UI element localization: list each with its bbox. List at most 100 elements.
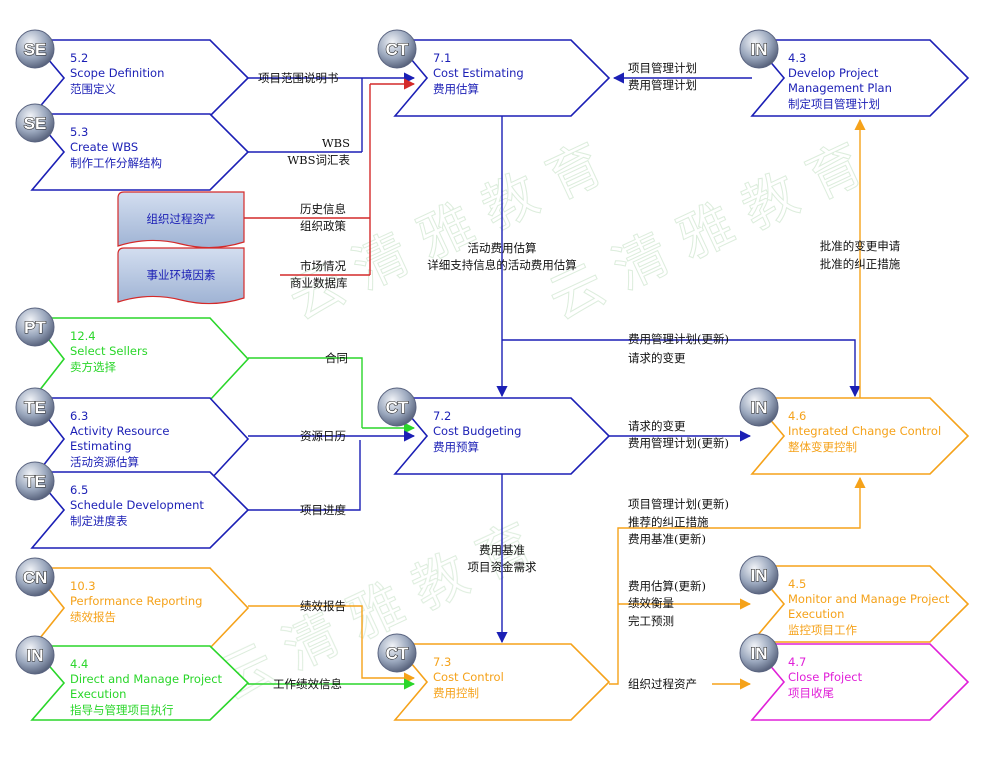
flow-label-approved_corrective_actions: 批准的纠正措施	[820, 257, 901, 271]
badge-te-icon: TE	[15, 387, 55, 427]
badge-text: PT	[24, 318, 46, 337]
badge-text: IN	[751, 644, 768, 663]
badge-in-icon: IN	[739, 387, 779, 427]
flow-label-org_process_assets_update: 组织过程资产	[628, 677, 697, 691]
flow-label-cost_baseline_update: 费用基准(更新)	[628, 532, 706, 546]
badge-text: IN	[751, 40, 768, 59]
process-cn-title: 制作工作分解结构	[70, 156, 162, 170]
process-number: 7.2	[433, 409, 451, 423]
flow-label-forecasted_completion: 完工预测	[628, 614, 674, 628]
process-title: Cost Estimating	[433, 66, 524, 80]
badge-ct-icon: CT	[377, 633, 417, 673]
flow-label-work_performance_info: 工作绩效信息	[273, 677, 342, 691]
flow-label-funding_requirements: 项目资金需求	[468, 560, 537, 574]
badge-text: IN	[27, 646, 44, 665]
flow-label-wbs: WBS	[322, 136, 350, 150]
process-number: 5.2	[70, 51, 88, 65]
process-number: 4.3	[788, 51, 806, 65]
process-p44-shape	[30, 645, 250, 721]
flow-label-activity_cost_estimates: 活动费用估算	[468, 241, 537, 255]
process-number: 7.3	[433, 655, 451, 669]
process-cn-title: 费用估算	[433, 82, 479, 96]
badge-text: CT	[386, 644, 409, 663]
process-p47-shape	[750, 643, 970, 721]
process-number: 7.1	[433, 51, 451, 65]
process-title: Schedule Development	[70, 498, 204, 512]
badge-text: IN	[751, 566, 768, 585]
process-title: Cost Control	[433, 670, 504, 684]
process-cn-title: 项目收尾	[788, 686, 834, 700]
flow-label-activity_cost_support: 详细支持信息的活动费用估算	[427, 258, 577, 272]
badge-in-icon: IN	[739, 29, 779, 69]
process-number: 10.3	[70, 579, 96, 593]
process-title: Close Pfoject	[788, 670, 863, 684]
flow-label-cost_mgmt_plan_update_2: 费用管理计划(更新)	[628, 436, 729, 450]
flow-label-contract: 合同	[325, 351, 348, 365]
process-number: 4.6	[788, 409, 806, 423]
badge-text: SE	[24, 114, 47, 133]
badge-in-icon: IN	[739, 633, 779, 673]
process-title: Activity Resource	[70, 424, 169, 438]
badge-se-icon: SE	[15, 29, 55, 69]
flow-label-pm_plan: 项目管理计划	[628, 61, 697, 75]
process-title: Develop Project	[788, 66, 879, 80]
flow-label-cost_estimates_update: 费用估算(更新)	[628, 579, 706, 593]
process-cn-title: 制定进度表	[70, 514, 128, 528]
flow-label-project_schedule: 项目进度	[300, 503, 346, 517]
process-p124-shape	[30, 317, 250, 401]
process-p103-shape	[30, 567, 250, 649]
process-number: 4.7	[788, 655, 806, 669]
flow-label-historical_info: 历史信息	[300, 202, 346, 216]
process-title: Monitor and Manage Project	[788, 592, 950, 606]
process-p45-shape	[750, 565, 970, 643]
process-p72-shape	[393, 397, 611, 475]
flow-label-cost_mgmt_plan_update: 费用管理计划(更新)	[628, 332, 729, 346]
badge-text: TE	[24, 472, 46, 491]
badge-text: TE	[24, 398, 46, 417]
process-title: Select Sellers	[70, 344, 148, 358]
badge-text: CN	[23, 568, 48, 587]
process-title-2: Execution	[70, 687, 126, 701]
flow-label-scope_statement: 项目范围说明书	[258, 71, 339, 85]
process-title: Scope Definition	[70, 66, 164, 80]
process-number: 4.4	[70, 657, 88, 671]
process-title-2: Execution	[788, 607, 844, 621]
process-cn-title: 卖方选择	[70, 360, 116, 374]
flow-labels: 项目范围说明书WBSWBS词汇表历史信息组织政策市场情况商业数据库项目管理计划费…	[258, 61, 901, 691]
flow-label-performance_reports: 绩效报告	[300, 599, 346, 613]
badge-text: CT	[386, 40, 409, 59]
badge-pt-icon: PT	[15, 307, 55, 347]
line-performance-reports	[248, 605, 416, 684]
flow-label-recommended_corrective: 推荐的纠正措施	[628, 515, 709, 529]
process-title: Cost Budgeting	[433, 424, 521, 438]
process-cn-title: 指导与管理项目执行	[70, 703, 174, 717]
badge-in-icon: IN	[739, 555, 779, 595]
process-number: 6.3	[70, 409, 88, 423]
badge-ct-icon: CT	[377, 29, 417, 69]
flow-label-pm_plan_update: 项目管理计划(更新)	[628, 497, 729, 511]
badge-te-icon: TE	[15, 461, 55, 501]
asset-opa: 组织过程资产	[117, 191, 245, 249]
flow-label-cost_baseline: 费用基准	[479, 543, 525, 557]
process-p63-shape	[30, 397, 250, 481]
asset-eef: 事业环境因素	[117, 247, 245, 305]
process-cn-title: 活动资源估算	[70, 455, 139, 469]
line-estimates-to-icc	[502, 339, 861, 398]
process-cn-title: 绩效报告	[70, 610, 116, 624]
flow-label-commercial_db: 商业数据库	[290, 276, 348, 290]
asset-label: 事业环境因素	[147, 268, 216, 282]
badge-text: CT	[386, 398, 409, 417]
asset-label: 组织过程资产	[147, 212, 216, 226]
process-p71-shape	[393, 39, 611, 117]
line-control-to-icc	[609, 476, 866, 685]
flow-label-wbs_dictionary: WBS词汇表	[287, 153, 350, 167]
flow-label-requested_changes_2: 请求的变更	[628, 419, 686, 433]
flow-label-requested_changes: 请求的变更	[628, 351, 686, 365]
process-title-2: Management Plan	[788, 81, 892, 95]
process-number: 5.3	[70, 125, 88, 139]
badge-text: IN	[751, 398, 768, 417]
flow-label-resource_calendar: 资源日历	[300, 429, 346, 443]
badge-se-icon: SE	[15, 103, 55, 143]
line-contract	[248, 357, 363, 428]
